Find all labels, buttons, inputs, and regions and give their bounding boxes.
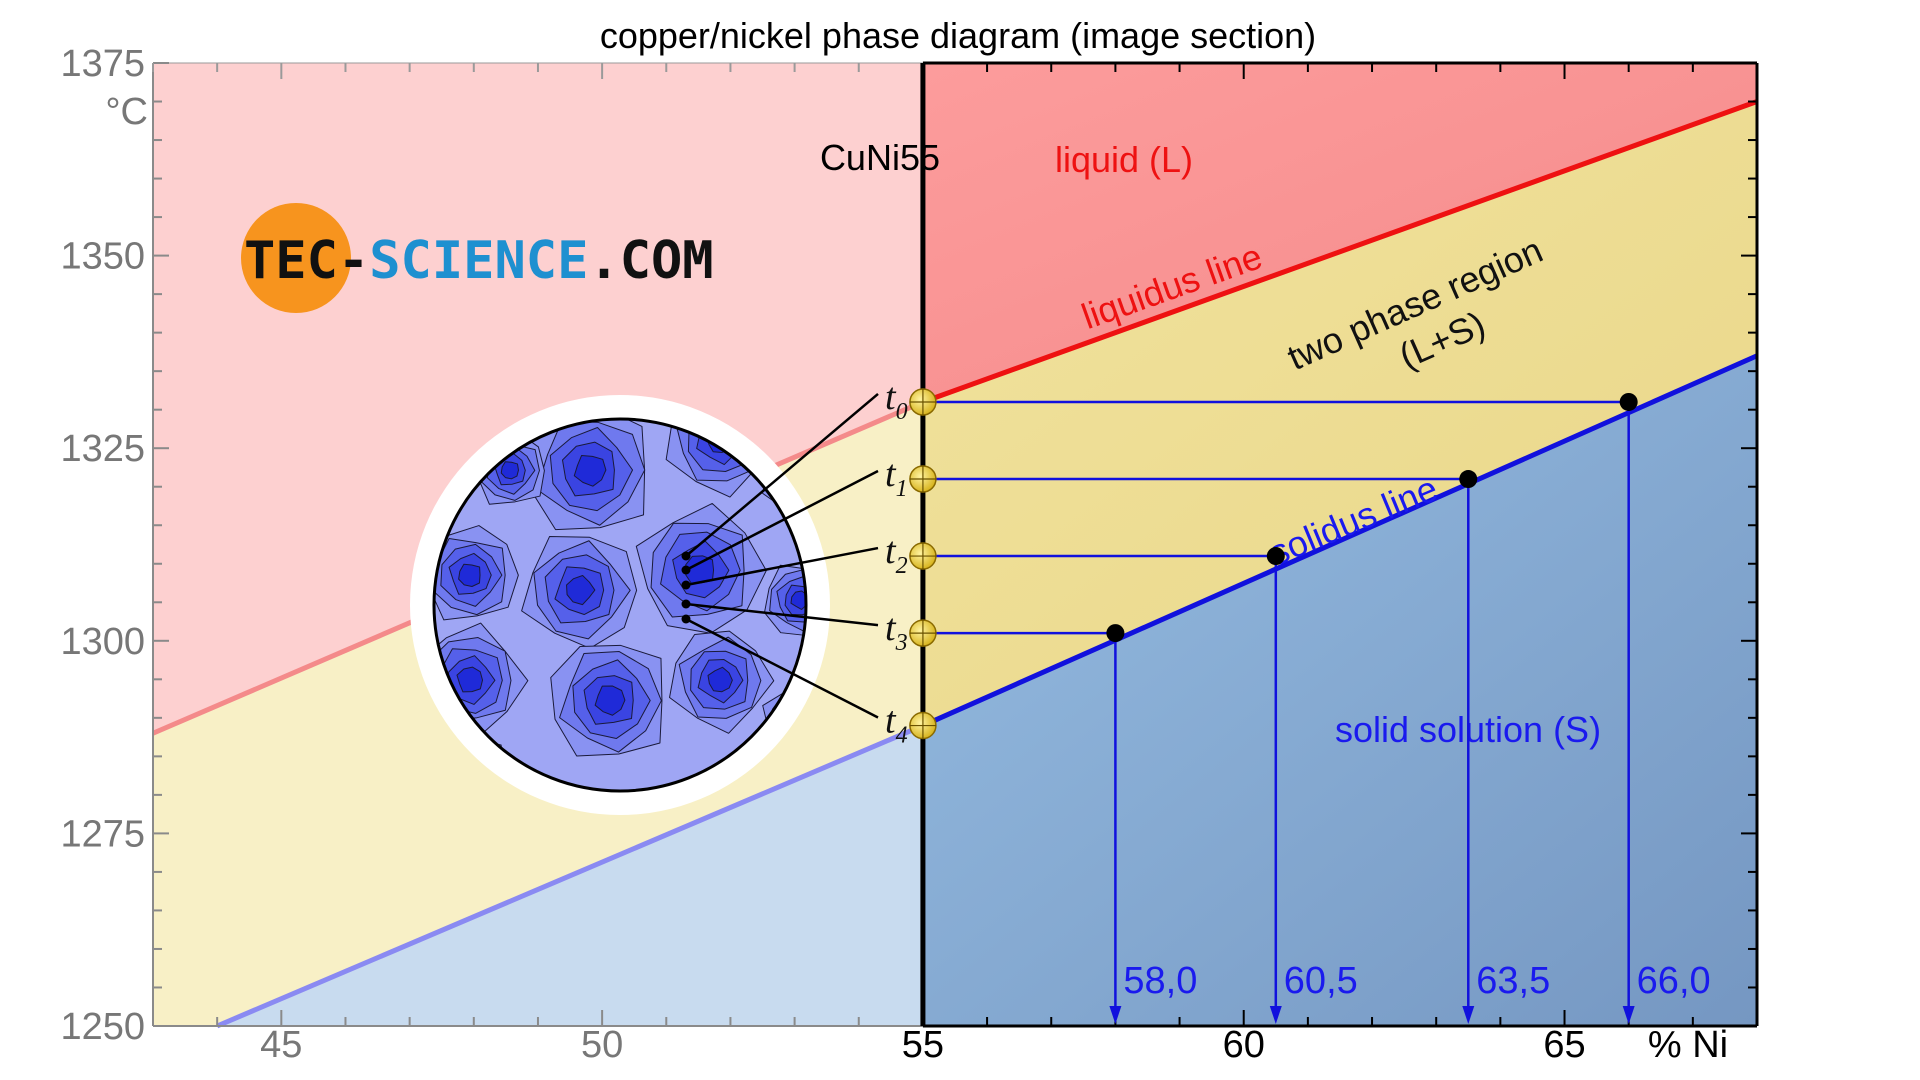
x-tick-label: 55 xyxy=(902,1024,944,1066)
composition-value-label: 63,5 xyxy=(1476,960,1550,1002)
arrow-head xyxy=(1109,1006,1122,1024)
pointer-dot xyxy=(681,565,691,575)
pointer-dot xyxy=(681,580,691,590)
x-tick-label: 45 xyxy=(260,1024,302,1066)
pointer-dot xyxy=(681,614,691,624)
y-tick-label: 1350 xyxy=(60,236,145,278)
pointer-line xyxy=(685,617,879,719)
composition-value-label: 66,0 xyxy=(1637,960,1711,1002)
solid-region xyxy=(922,355,1757,1026)
two-phase-region xyxy=(922,101,1757,726)
pointer-dot xyxy=(681,551,691,561)
arrow-head xyxy=(1269,1006,1282,1024)
svg-text:TEC-SCIENCE.COM: TEC-SCIENCE.COM xyxy=(244,231,714,291)
solidus-point xyxy=(1619,392,1638,411)
x-tick-label: 60 xyxy=(1223,1024,1265,1066)
solidus-point xyxy=(1459,470,1478,489)
y-tick-label: 1275 xyxy=(60,813,145,855)
y-tick-label: 1250 xyxy=(60,1006,145,1048)
composition-value-label: 60,5 xyxy=(1284,960,1358,1002)
liquid-region-pale xyxy=(153,63,923,734)
solidus-point xyxy=(1266,547,1285,566)
pointer-line xyxy=(685,546,879,587)
pointer-dot xyxy=(681,599,691,609)
microstructure-pointers xyxy=(681,393,879,719)
solidus-line-faded xyxy=(216,723,924,1029)
tec-science-logo: TEC-SCIENCE.COM xyxy=(241,203,714,313)
axes: 1250 1275 1300 1325 1350 1375 45 50 55 60 65 xyxy=(60,43,1759,1066)
chart-title: copper/nickel phase diagram (image secti… xyxy=(600,15,1316,56)
pointer-line xyxy=(685,393,879,557)
liquid-region xyxy=(922,63,1757,402)
solidus-point xyxy=(1106,624,1125,643)
x-axis-label: % Ni xyxy=(1648,1024,1728,1066)
liquidus-line xyxy=(922,99,1758,405)
arrow-head xyxy=(1462,1006,1475,1024)
solidus-line xyxy=(921,353,1759,728)
x-tick-label: 65 xyxy=(1543,1024,1585,1066)
liquid-region-label: liquid (L) xyxy=(1055,139,1193,180)
alloy-label: CuNi55 xyxy=(820,137,940,178)
solid-region-pale xyxy=(217,725,923,1026)
x-tick-label: 50 xyxy=(581,1024,623,1066)
pointer-line xyxy=(685,602,879,627)
composition-value-label: 58,0 xyxy=(1123,960,1197,1002)
y-tick-label: 1325 xyxy=(60,428,145,470)
arrow-head xyxy=(1622,1006,1635,1024)
y-tick-label: 1375 xyxy=(60,43,145,85)
pointer-line xyxy=(685,469,879,572)
y-tick-label: 1300 xyxy=(60,621,145,663)
y-axis-label: °C xyxy=(105,91,148,133)
